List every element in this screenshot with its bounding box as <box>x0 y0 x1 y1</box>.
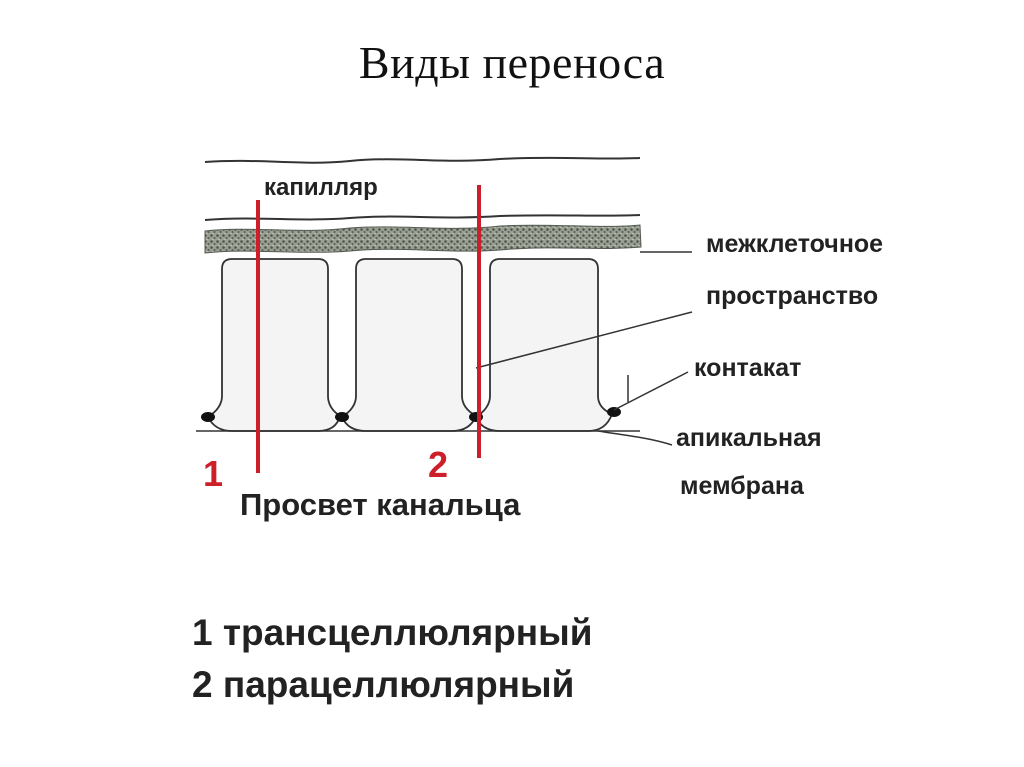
label-capillary: капилляр <box>264 174 378 201</box>
capillary-wall-top <box>205 158 640 163</box>
label-contact: контакат <box>694 354 801 382</box>
legend-transcellular: 1 трансцеллюлярный <box>192 612 592 654</box>
epithelial-cell-2 <box>342 259 476 431</box>
tight-junction <box>335 412 349 422</box>
label-lumen: Просвет канальца <box>240 487 521 522</box>
tight-junction <box>201 412 215 422</box>
leader-apical <box>598 431 672 445</box>
label-intercellular-1: межклеточное <box>706 230 883 258</box>
label-apical-1: апикальная <box>676 424 822 452</box>
tight-junction <box>607 407 621 417</box>
label-apical-2: мембрана <box>680 472 805 500</box>
epithelial-cell-1 <box>208 259 340 431</box>
path-number-2: 2 <box>428 444 448 485</box>
legend-paracellular: 2 парацеллюлярный <box>192 664 574 706</box>
epithelial-cell-3 <box>476 259 612 431</box>
label-intercellular-2: пространство <box>706 282 878 310</box>
path-number-1: 1 <box>203 453 223 494</box>
capillary-wall-bottom <box>205 215 640 220</box>
leader-contact <box>614 372 688 410</box>
interstitial-layer <box>205 225 641 253</box>
